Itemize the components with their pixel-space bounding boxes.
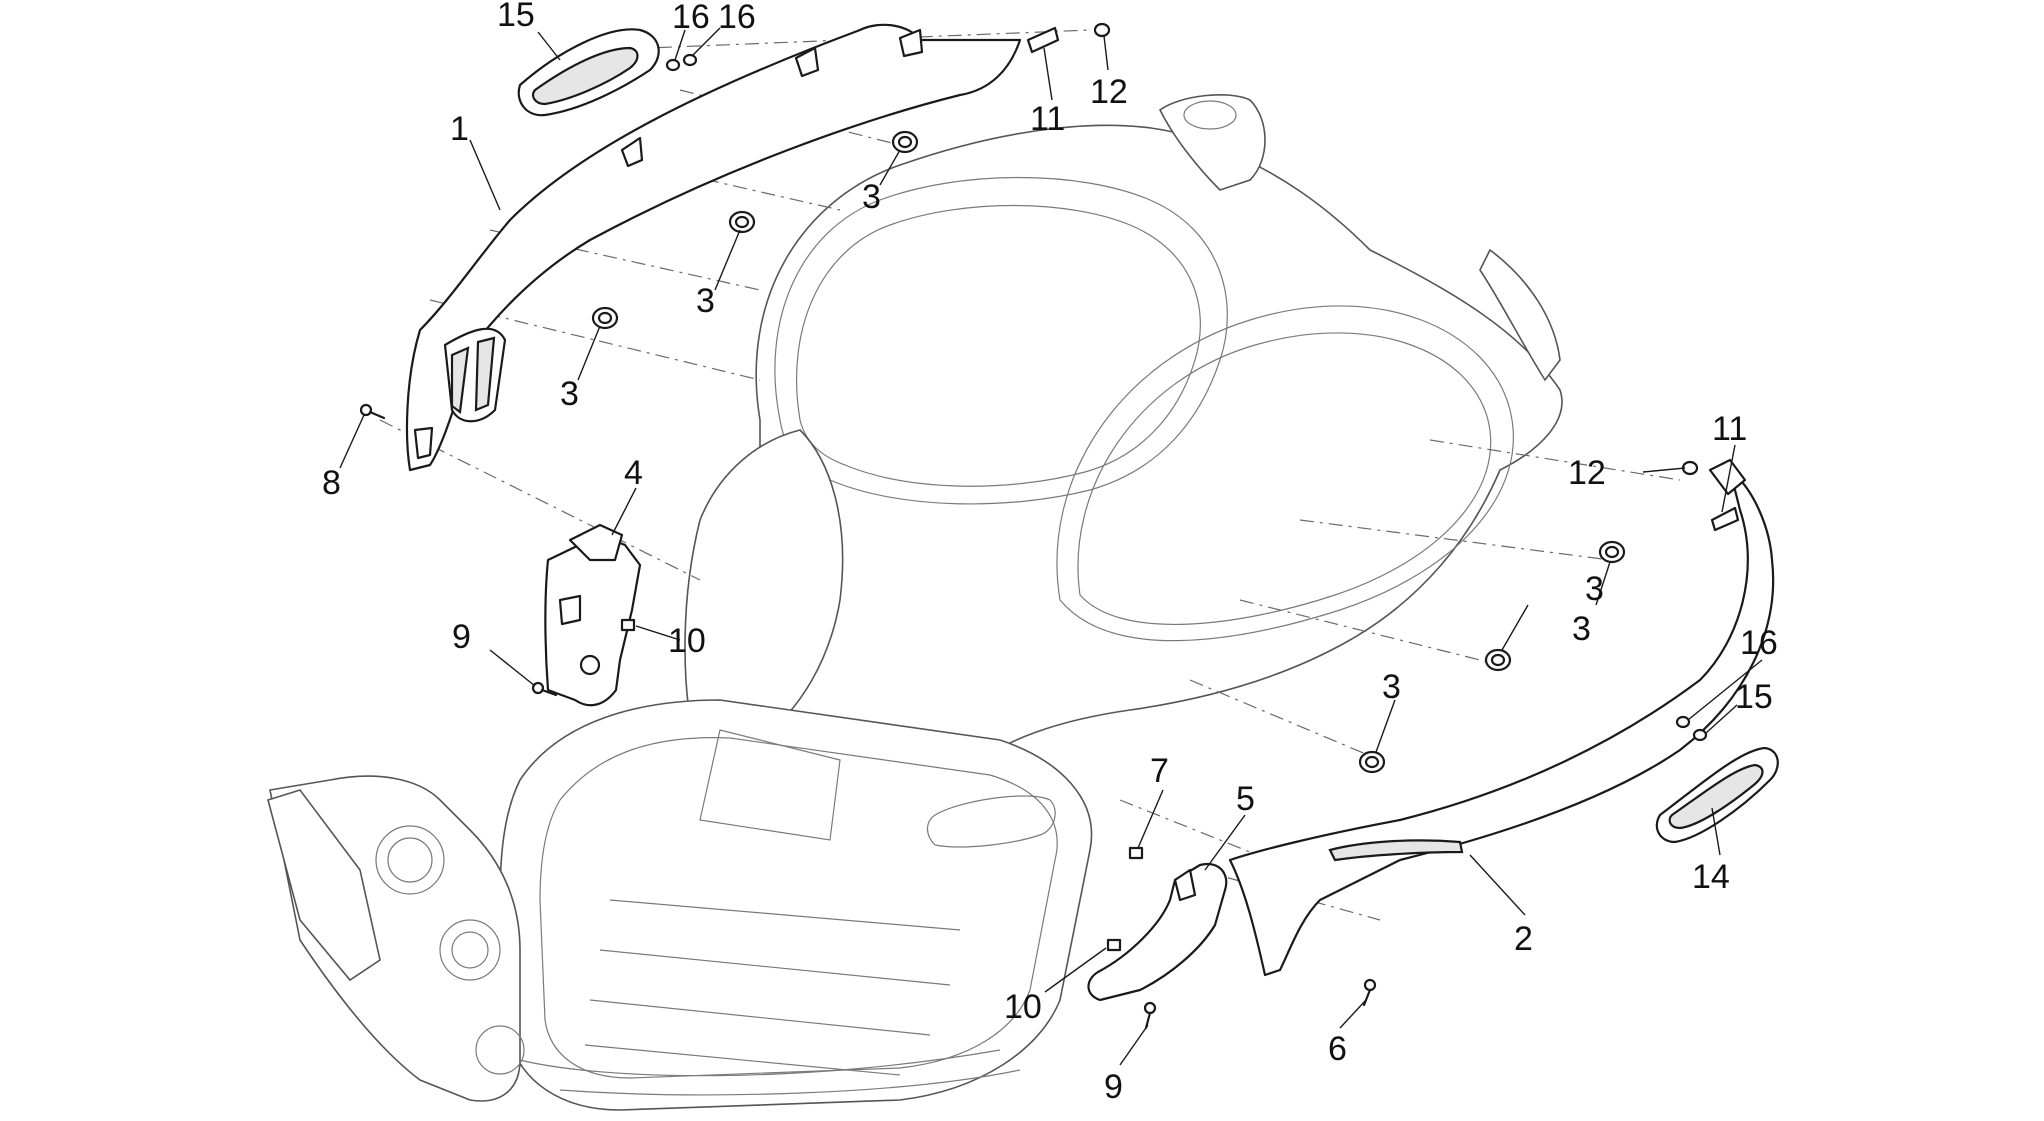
grommet-3-right-mid xyxy=(1484,648,1512,672)
callout-3-c: 3 xyxy=(560,375,579,413)
callout-3-a: 3 xyxy=(862,178,881,216)
nut-12-top xyxy=(1093,22,1111,38)
part-2-right-trim-strip xyxy=(1228,458,1775,977)
callout-15-b: 15 xyxy=(1735,678,1773,716)
part-4-left-bracket xyxy=(544,523,642,707)
grommet-3-left-low xyxy=(591,306,619,330)
screw-9-bottom xyxy=(1143,1001,1157,1030)
callout-8: 8 xyxy=(322,464,341,502)
leader-lines xyxy=(339,27,1763,1066)
grommet-3-right-top xyxy=(1598,540,1626,564)
washer-16-top xyxy=(682,53,698,67)
callout-12-b: 12 xyxy=(1568,454,1606,492)
grommet-3-left-mid xyxy=(728,210,756,234)
screw-9-left xyxy=(531,681,558,697)
washer-16-right xyxy=(1675,715,1691,729)
clip-10-left xyxy=(620,618,636,632)
callout-10-b: 10 xyxy=(1004,988,1042,1026)
callout-3-d: 3 xyxy=(1585,570,1604,608)
washer-15-right xyxy=(1692,728,1708,742)
clip-7 xyxy=(1128,846,1144,860)
callout-14: 15 xyxy=(497,0,535,34)
callout-7: 7 xyxy=(1150,752,1169,790)
screw-8 xyxy=(359,403,386,420)
washer-15-top xyxy=(665,58,681,72)
callout-16: 16 xyxy=(718,0,756,36)
clip-11-top xyxy=(1026,26,1060,54)
callout-6: 6 xyxy=(1328,1030,1347,1068)
part-5-right-bracket xyxy=(1087,862,1228,1002)
screw-6 xyxy=(1362,978,1377,1007)
callout-13: 14 xyxy=(1692,858,1730,896)
callout-15: 16 xyxy=(672,0,710,36)
grommet-3-left-top xyxy=(891,130,919,154)
callout-9-a: 9 xyxy=(452,618,471,656)
scooter-body-frame xyxy=(267,94,1563,1111)
part-13-right-badge xyxy=(1655,746,1779,844)
grommet-3-right-low xyxy=(1358,750,1386,774)
callout-4: 4 xyxy=(624,454,643,492)
callout-3-b: 3 xyxy=(696,282,715,320)
clip-11-right xyxy=(1710,506,1740,532)
part-1-left-trim-strip xyxy=(405,23,1022,472)
nut-12-right xyxy=(1681,460,1699,476)
callout-1: 1 xyxy=(450,110,469,148)
callout-3-f: 3 xyxy=(1382,668,1401,706)
callout-2: 2 xyxy=(1514,920,1533,958)
fasteners xyxy=(359,22,1740,1030)
callout-11-top: 11 xyxy=(1030,100,1065,138)
callout-12-top: 12 xyxy=(1090,73,1128,111)
callout-11-b: 11 xyxy=(1712,410,1747,448)
callout-5: 5 xyxy=(1236,780,1255,818)
callout-10-a: 10 xyxy=(668,622,706,660)
clip-10-bottom xyxy=(1106,938,1122,952)
callout-9-b: 9 xyxy=(1104,1068,1123,1106)
callout-3-e: 3 xyxy=(1572,610,1591,648)
callout-16-b: 16 xyxy=(1740,624,1778,662)
part-14-left-badge xyxy=(517,28,660,117)
callout-labels: 15 16 16 12 11 1 3 3 3 8 4 9 10 11 12 3 … xyxy=(322,0,1778,1106)
